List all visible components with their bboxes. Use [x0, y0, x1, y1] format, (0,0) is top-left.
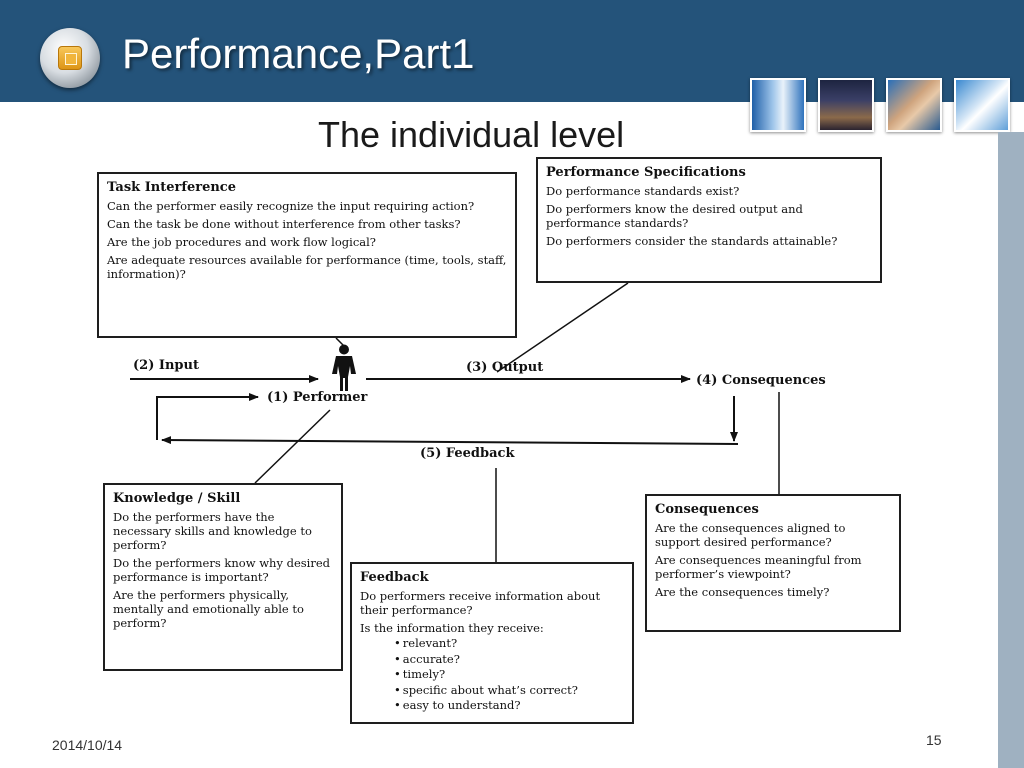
feedback-title: Feedback [360, 570, 429, 585]
feedback-question: Is the information they receive: [360, 621, 544, 635]
knowledge-skill-question: Do the performers know why desired perfo… [113, 556, 331, 584]
header-thumbnails [750, 78, 1014, 132]
consequences-box: Consequences Are the consequences aligne… [645, 494, 901, 632]
feedback-bullet: relevant? [394, 636, 624, 652]
thumbnail-image [954, 78, 1010, 132]
connector-knowledge [254, 409, 331, 484]
feedback-bullet-list: relevant? accurate? timely? specific abo… [360, 636, 624, 714]
knowledge-skill-question: Are the performers physically, mentally … [113, 588, 304, 630]
connector-performance-spec [496, 282, 629, 373]
feedback-box: Feedback Do performers receive informati… [350, 562, 634, 724]
logo-square-icon [58, 46, 82, 70]
feedback-bullet: timely? [394, 667, 624, 683]
title-bar: Performance,Part1 [0, 0, 1024, 102]
slide-subtitle: The individual level [318, 114, 625, 155]
task-interference-question: Can the task be done without interferenc… [107, 217, 461, 231]
performer-label: (1) Performer [267, 390, 368, 405]
feedback-label: (5) Feedback [420, 446, 515, 461]
task-interference-question: Are the job procedures and work flow log… [107, 235, 376, 249]
consequences-question: Are the consequences aligned to support … [655, 521, 846, 549]
knowledge-skill-question: Do the performers have the necessary ski… [113, 510, 312, 552]
feedback-bullet: accurate? [394, 652, 624, 668]
app-logo-icon [40, 28, 100, 88]
task-interference-question: Can the performer easily recognize the i… [107, 199, 475, 213]
page-number: 15 [926, 732, 942, 748]
feedback-bullet: easy to understand? [394, 698, 624, 714]
slide-title: Performance,Part1 [122, 30, 475, 77]
thumbnail-image [886, 78, 942, 132]
thumbnail-image [750, 78, 806, 132]
person-icon [332, 344, 356, 391]
consequences-question: Are consequences meaningful from perform… [655, 553, 862, 581]
performance-specifications-question: Do performers consider the standards att… [546, 234, 838, 248]
task-interference-title: Task Interference [107, 180, 236, 195]
feedback-question: Do performers receive information about … [360, 589, 601, 617]
performance-specifications-title: Performance Specifications [546, 165, 746, 180]
input-label: (2) Input [133, 358, 199, 373]
consequences-label: (4) Consequences [696, 373, 826, 388]
footer-date: 2014/10/14 [52, 737, 123, 753]
performance-specifications-question: Do performers know the desired output an… [546, 202, 803, 230]
side-strip [998, 132, 1024, 768]
task-interference-box: Task Interference Can the performer easi… [97, 172, 517, 338]
thumbnail-image [818, 78, 874, 132]
performance-specifications-question: Do performance standards exist? [546, 184, 740, 198]
knowledge-skill-title: Knowledge / Skill [113, 491, 241, 506]
consequences-question: Are the consequences timely? [655, 585, 830, 599]
output-label: (3) Output [466, 360, 544, 375]
knowledge-skill-box: Knowledge / Skill Do the performers have… [103, 483, 343, 671]
consequences-title: Consequences [655, 502, 759, 517]
task-interference-question: Are adequate resources available for per… [107, 253, 507, 281]
performance-specifications-box: Performance Specifications Do performanc… [536, 157, 882, 283]
feedback-return-arrow [161, 436, 739, 445]
feedback-loop-line [156, 393, 259, 440]
feedback-bullet: specific about what’s correct? [394, 683, 624, 699]
